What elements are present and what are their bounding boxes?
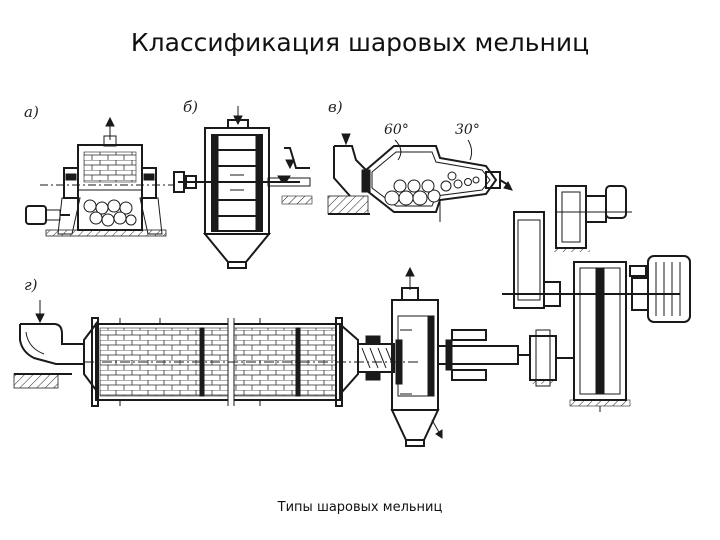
classifier-g (390, 266, 443, 447)
feed-chute-g (13, 300, 84, 389)
tube-drum-g (83, 317, 420, 407)
angle-label-60: 60° (384, 122, 409, 138)
coupling-g (529, 329, 574, 387)
label-a: а) (24, 103, 39, 121)
hopper-b (202, 233, 272, 263)
balls-v (384, 171, 480, 206)
gear-wheel-g (569, 261, 631, 412)
label-v: в) (328, 98, 343, 116)
angle-label-30: 30° (455, 122, 480, 138)
mill-type-g: г) (13, 185, 691, 447)
motor-g (647, 255, 691, 323)
slide-title: Классификация шаровых мельниц (130, 28, 590, 57)
label-b: б) (183, 98, 198, 116)
label-g: г) (24, 276, 38, 294)
slide-caption: Типы шаровых мельниц (277, 500, 443, 515)
drive-shaft-g (437, 329, 530, 381)
mill-type-b: б) (173, 98, 313, 269)
upper-drive-g (502, 185, 691, 323)
mill-type-a: а) (24, 103, 175, 237)
motor-a (25, 205, 47, 225)
discharge-trunnion-g (357, 335, 395, 381)
balls-a (83, 199, 137, 227)
mill-type-v: в) 60° 30° (327, 98, 513, 222)
